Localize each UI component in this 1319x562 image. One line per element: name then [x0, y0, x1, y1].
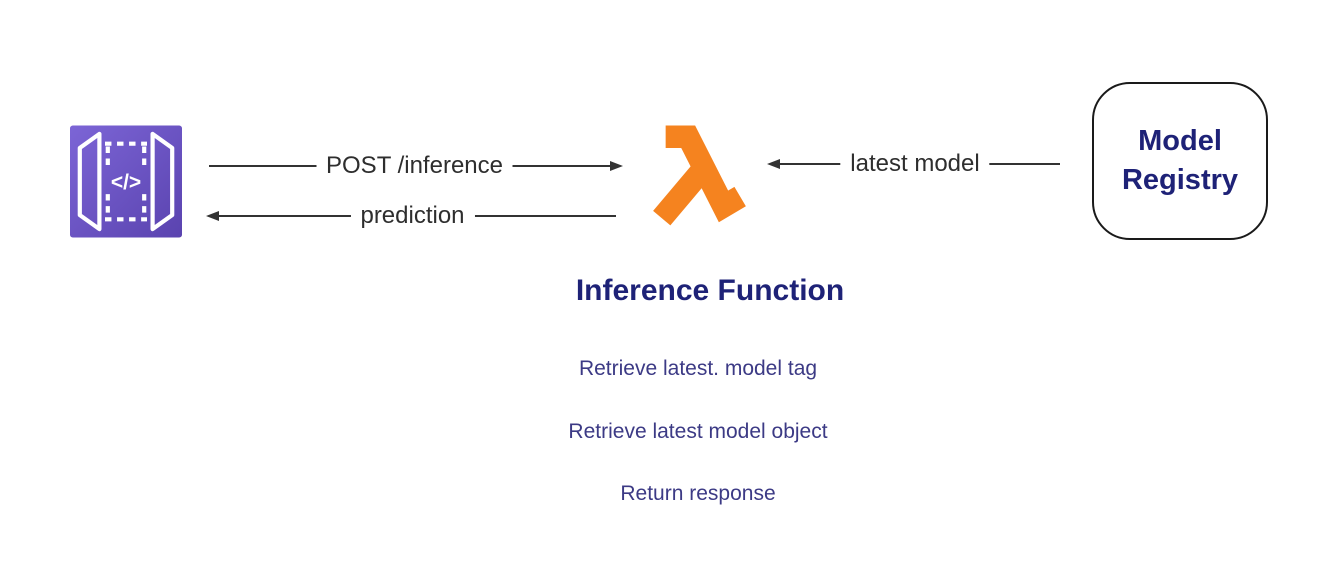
arrowhead-right-icon: [610, 161, 623, 171]
arrowhead-left-icon: [767, 159, 780, 169]
lambda-step-3: Return response: [620, 482, 776, 505]
arrow-label-prediction: prediction: [350, 202, 475, 230]
lambda-left-leg: [653, 160, 713, 226]
arrow-latest-model: latest model: [767, 150, 1062, 178]
arrowhead-left-icon: [206, 211, 219, 221]
lambda-step-1: Retrieve latest. model tag: [578, 357, 818, 380]
arrow-label-post-inference: POST /inference: [316, 152, 513, 180]
arrow-post-inference: POST /inference: [207, 152, 623, 180]
gateway-right-door: [150, 131, 175, 232]
lambda-step-2: Retrieve latest model object: [568, 420, 828, 443]
model-registry-node: Model Registry: [1092, 82, 1268, 240]
inference-function-title: Inference Function: [575, 274, 845, 307]
model-registry-label: Model Registry: [1121, 124, 1239, 196]
api-gateway-icon: </>: [70, 125, 182, 238]
code-glyph: </>: [111, 171, 141, 194]
lambda-icon: [653, 125, 746, 226]
gateway-left-door: [77, 131, 102, 232]
arrow-label-latest-model: latest model: [840, 150, 990, 178]
arrow-prediction: prediction: [206, 202, 618, 230]
